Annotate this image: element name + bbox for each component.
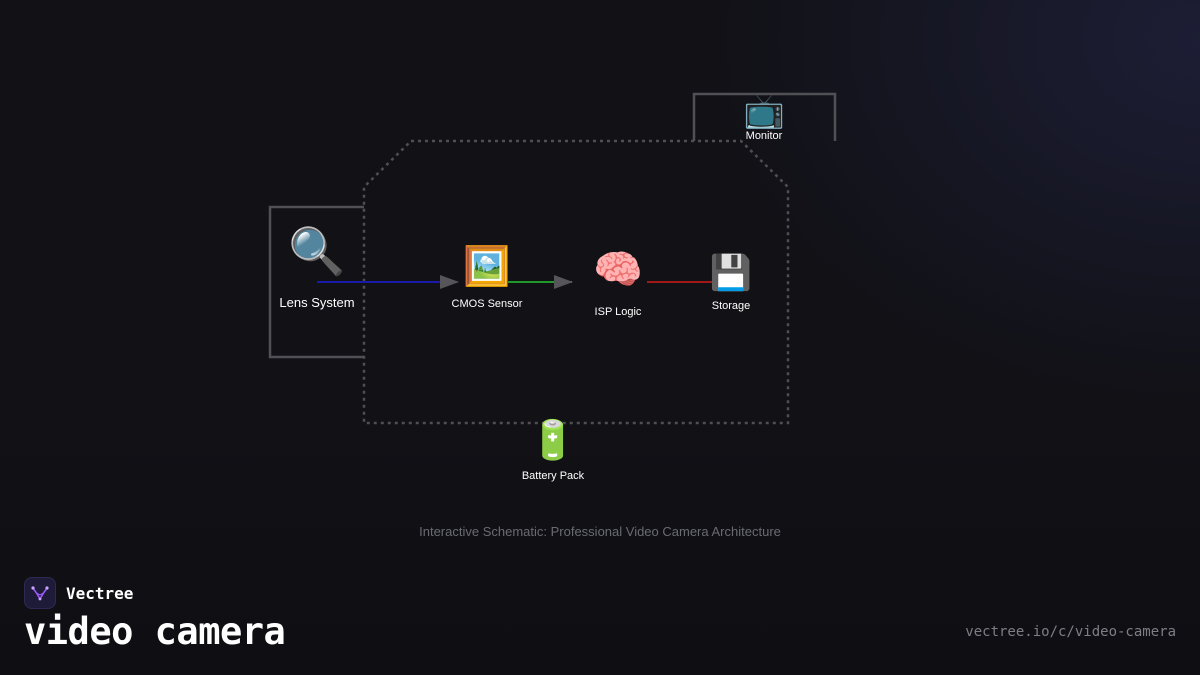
brand: Vectree [24, 577, 133, 609]
vectree-logo-icon [24, 577, 56, 609]
node-label-monitor: Monitor [745, 130, 783, 142]
node-monitor[interactable]: 📺 Monitor [724, 94, 804, 142]
node-label-battery-pack: Battery Pack [521, 470, 585, 482]
node-isp-logic[interactable]: 🧠 ISP Logic [573, 250, 663, 318]
television-icon: 📺 [743, 92, 785, 129]
diagram-caption: Interactive Schematic: Professional Vide… [419, 524, 781, 539]
node-label-lens-system: Lens System [279, 295, 355, 310]
camera-body-outline [362, 139, 790, 425]
brain-icon: 🧠 [593, 248, 643, 292]
node-cmos-sensor[interactable]: 🖼️ CMOS Sensor [437, 248, 537, 310]
node-label-storage: Storage [711, 300, 751, 312]
page-title: video camera [24, 610, 286, 653]
node-label-cmos-sensor: CMOS Sensor [451, 298, 523, 310]
node-lens-system[interactable]: 🔍 Lens System [257, 228, 377, 310]
monitor-mount-bracket [692, 92, 837, 141]
page-url[interactable]: vectree.io/c/video-camera [965, 624, 1176, 640]
node-label-isp-logic: ISP Logic [594, 306, 642, 318]
node-battery-pack[interactable]: 🔋 Battery Pack [503, 422, 603, 482]
magnifier-icon: 🔍 [288, 225, 346, 277]
battery-icon: 🔋 [529, 420, 577, 462]
brand-name: Vectree [66, 583, 134, 603]
node-storage[interactable]: 💾 Storage [691, 256, 771, 312]
framed-picture-icon: 🖼️ [463, 246, 511, 288]
lens-housing-bracket [268, 205, 364, 359]
floppy-disk-icon: 💾 [709, 254, 753, 292]
